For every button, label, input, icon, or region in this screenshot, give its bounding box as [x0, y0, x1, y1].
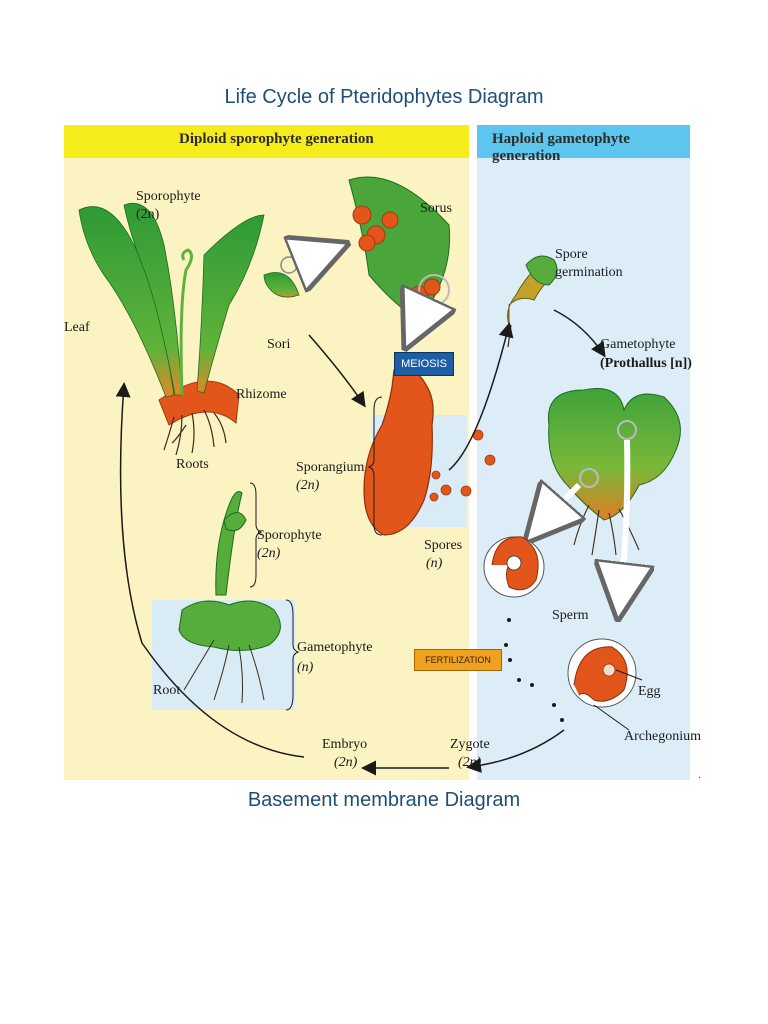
label-gametophyte: Gametophyte — [600, 337, 676, 352]
roots — [163, 409, 227, 456]
label-embryo-ploidy: (2n) — [334, 755, 358, 770]
haploid-header-bar — [477, 125, 690, 158]
label-zygote-ploidy: (2n) — [458, 755, 482, 770]
label-egg: Egg — [638, 684, 661, 699]
label-gametophyte-small-ploidy: (n) — [297, 660, 314, 675]
label-rhizome: Rhizome — [236, 387, 287, 402]
trailing-mark: . — [698, 770, 701, 781]
label-embryo: Embryo — [322, 737, 368, 752]
label-sporophyte-small: Sporophyte — [257, 528, 322, 543]
page-title: Life Cycle of Pteridophytes Diagram — [224, 86, 544, 108]
label-spores: Spores — [424, 538, 463, 553]
label-sperm: Sperm — [552, 608, 589, 623]
label-root: Root — [153, 683, 181, 698]
sporangium — [363, 368, 434, 536]
label-zygote: Zygote — [450, 737, 490, 752]
haploid-header: Haploid gametophyte generation — [492, 131, 630, 164]
pteridophyte-life-cycle-diagram: Diploid sporophyte generation Haploid ga… — [64, 125, 701, 780]
diagram-artwork — [64, 125, 690, 780]
label-germination: germination — [555, 265, 623, 280]
label-spores-ploidy: (n) — [426, 556, 443, 571]
label-sorus: Sorus — [420, 201, 452, 216]
diploid-header: Diploid sporophyte generation — [179, 131, 374, 147]
label-sori: Sori — [267, 337, 291, 352]
small-gametophyte — [178, 600, 281, 651]
diploid-header-bar — [64, 125, 469, 158]
label-sporophyte-ploidy: (2n) — [136, 207, 160, 222]
fiddlehead — [179, 248, 193, 396]
spores — [429, 429, 496, 502]
label-roots: Roots — [176, 457, 209, 472]
arrow-sori-to-sporangium — [308, 334, 366, 408]
egg — [602, 663, 616, 677]
sperm-trail — [504, 618, 564, 722]
arrow-embryo-to-sporophyte — [115, 382, 305, 758]
label-spore: Spore — [555, 247, 588, 262]
meiosis-box: MEIOSIS — [394, 352, 454, 376]
fern-fronds — [78, 203, 300, 398]
germinating-spore — [507, 255, 558, 348]
label-archegonium: Archegonium — [624, 729, 701, 744]
label-leaf: Leaf — [64, 320, 90, 335]
label-sporophyte: Sporophyte — [136, 189, 201, 204]
label-sporangium: Sporangium — [296, 460, 365, 475]
arrow-germination-to-gametophyte — [553, 309, 606, 358]
label-sporophyte-small-ploidy: (2n) — [257, 546, 281, 561]
arrow-spores-to-germination — [448, 322, 514, 471]
small-sporophyte — [215, 491, 247, 596]
arrow-archegonium-to-zygote — [466, 729, 565, 773]
label-gametophyte-small: Gametophyte — [297, 640, 373, 655]
page-caption: Basement membrane Diagram — [247, 789, 521, 811]
label-sporangium-ploidy: (2n) — [296, 478, 320, 493]
label-prothallus: (Prothallus [n]) — [600, 356, 692, 371]
small-roots — [183, 639, 265, 704]
fertilization-box: FERTILIZATION — [414, 649, 502, 671]
